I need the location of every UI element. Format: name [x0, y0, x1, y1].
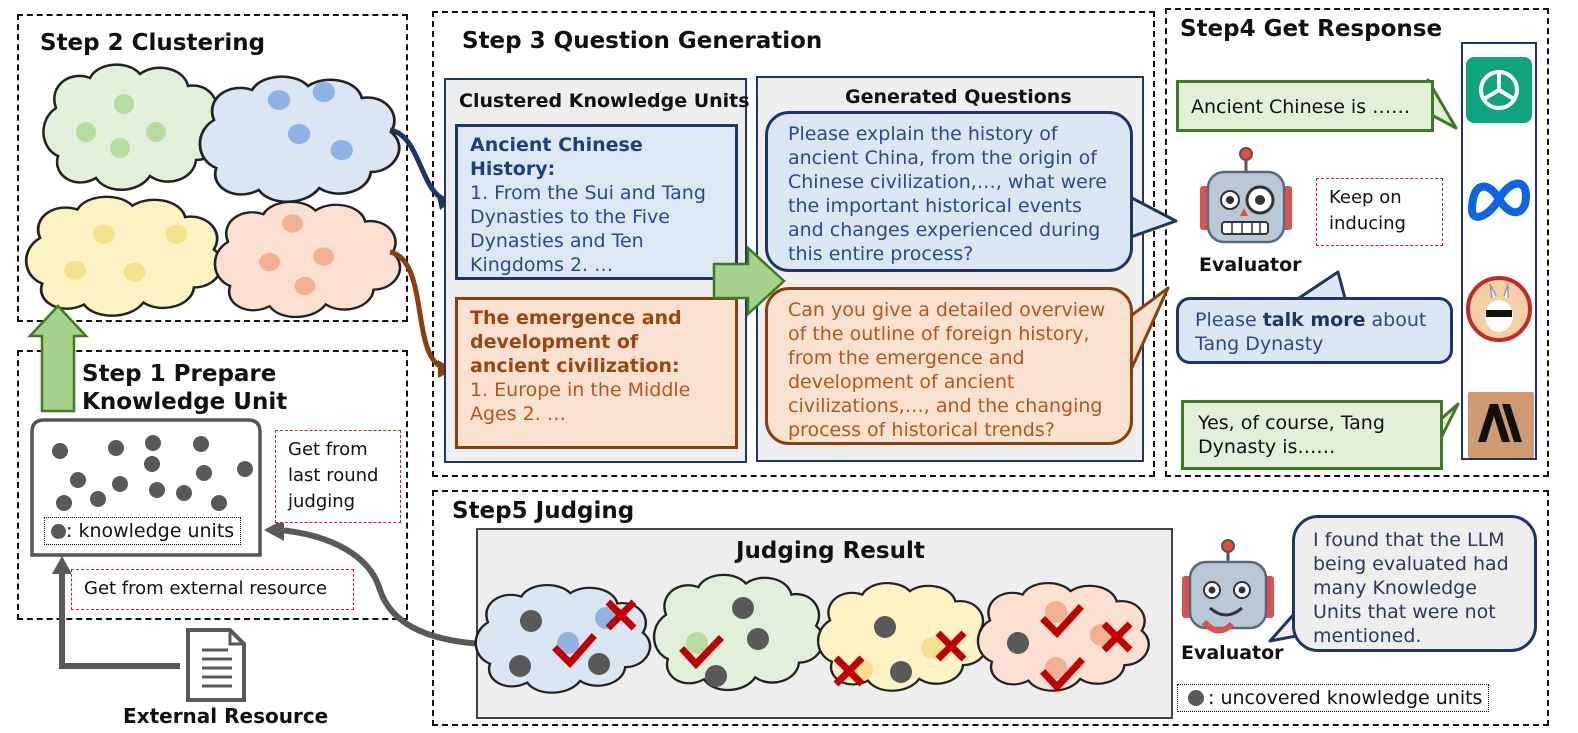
unit-blue-body: 1. From the Sui and Tang Dynasties to th… — [470, 182, 706, 276]
orange-curved-arrow — [389, 249, 446, 371]
llama-avatar-icon — [1466, 276, 1532, 342]
step2-frame — [17, 14, 408, 322]
step3-frame — [432, 11, 1155, 477]
question-orange-bubble: Can you give a detailed overview of the … — [765, 287, 1133, 445]
clustered-units-title: Clustered Knowledge Units — [459, 90, 750, 112]
note-external: Get from external resource — [71, 569, 354, 610]
evaluator-robot-icon — [1200, 147, 1292, 244]
generate-arrow — [712, 245, 786, 317]
cross-mark-icon — [833, 655, 865, 687]
meta-logo-icon — [1466, 166, 1532, 232]
unit-orange-title: The emergence and development of ancient… — [470, 307, 682, 377]
external-to-pool-arrow — [59, 566, 180, 669]
uncovered-units-legend: : uncovered knowledge units — [1177, 684, 1490, 712]
note-last-round: Get from last round judging — [275, 430, 401, 523]
gray-dot-icon — [51, 524, 66, 539]
check-mark-icon — [679, 635, 724, 670]
unit-ancient-civilization: The emergence and development of ancient… — [455, 297, 738, 449]
gray-dot-icon — [1188, 690, 1204, 706]
anthropic-logo-icon — [1468, 392, 1534, 458]
orange-cloud — [213, 200, 402, 319]
document-icon — [186, 628, 246, 702]
blue-cloud — [198, 75, 401, 204]
step1-to-step2-arrow — [27, 304, 89, 413]
step5-frame — [432, 490, 1549, 726]
talk-more-bubble: Please talk more about Tang Dynasty — [1176, 297, 1453, 364]
evaluator-label-step5: Evaluator — [1181, 642, 1284, 664]
response-tang-dynasty: Yes, of course, Tang Dynasty is…… — [1181, 400, 1443, 470]
unit-ancient-chinese-history: Ancient Chinese History: 1. From the Sui… — [455, 124, 738, 280]
response-ancient-chinese: Ancient Chinese is …… — [1176, 80, 1434, 132]
check-mark-icon — [1040, 604, 1084, 639]
judged-green-cloud — [652, 573, 825, 692]
cross-mark-icon — [935, 630, 967, 662]
step4-heading: Step4 Get Response — [1180, 16, 1443, 42]
finding-bubble: I found that the LLM being evaluated had… — [1292, 515, 1537, 652]
keep-inducing-note: Keep on inducing — [1316, 178, 1443, 246]
check-mark-icon — [1040, 657, 1085, 693]
step1-frame — [17, 350, 408, 620]
cross-mark-icon — [1101, 621, 1133, 653]
external-resource-label: External Resource — [123, 704, 329, 728]
evaluator-label-step4: Evaluator — [1199, 254, 1302, 276]
evaluator-robot-icon — [1182, 539, 1274, 634]
step2-heading: Step 2 Clustering — [40, 30, 266, 56]
step5-heading: Step5 Judging — [452, 498, 635, 524]
yellow-cloud — [24, 195, 224, 318]
judging-to-pool-arrow — [279, 527, 483, 647]
unit-orange-body: 1. Europe in the Middle Ages 2. … — [470, 379, 691, 425]
chatgpt-logo-icon — [1466, 57, 1532, 123]
step4-frame — [1165, 8, 1549, 477]
green-cloud — [42, 63, 223, 192]
knowledge-units-legend: : knowledge units — [44, 517, 242, 545]
check-mark-icon — [552, 633, 597, 669]
generated-questions-title: Generated Questions — [845, 86, 1072, 108]
unit-blue-title: Ancient Chinese History: — [470, 134, 643, 180]
question-blue-bubble: Please explain the history of ancient Ch… — [765, 111, 1133, 272]
cross-mark-icon — [605, 599, 637, 631]
step3-heading: Step 3 Question Generation — [462, 28, 823, 54]
judging-result-title: Judging Result — [736, 538, 925, 564]
